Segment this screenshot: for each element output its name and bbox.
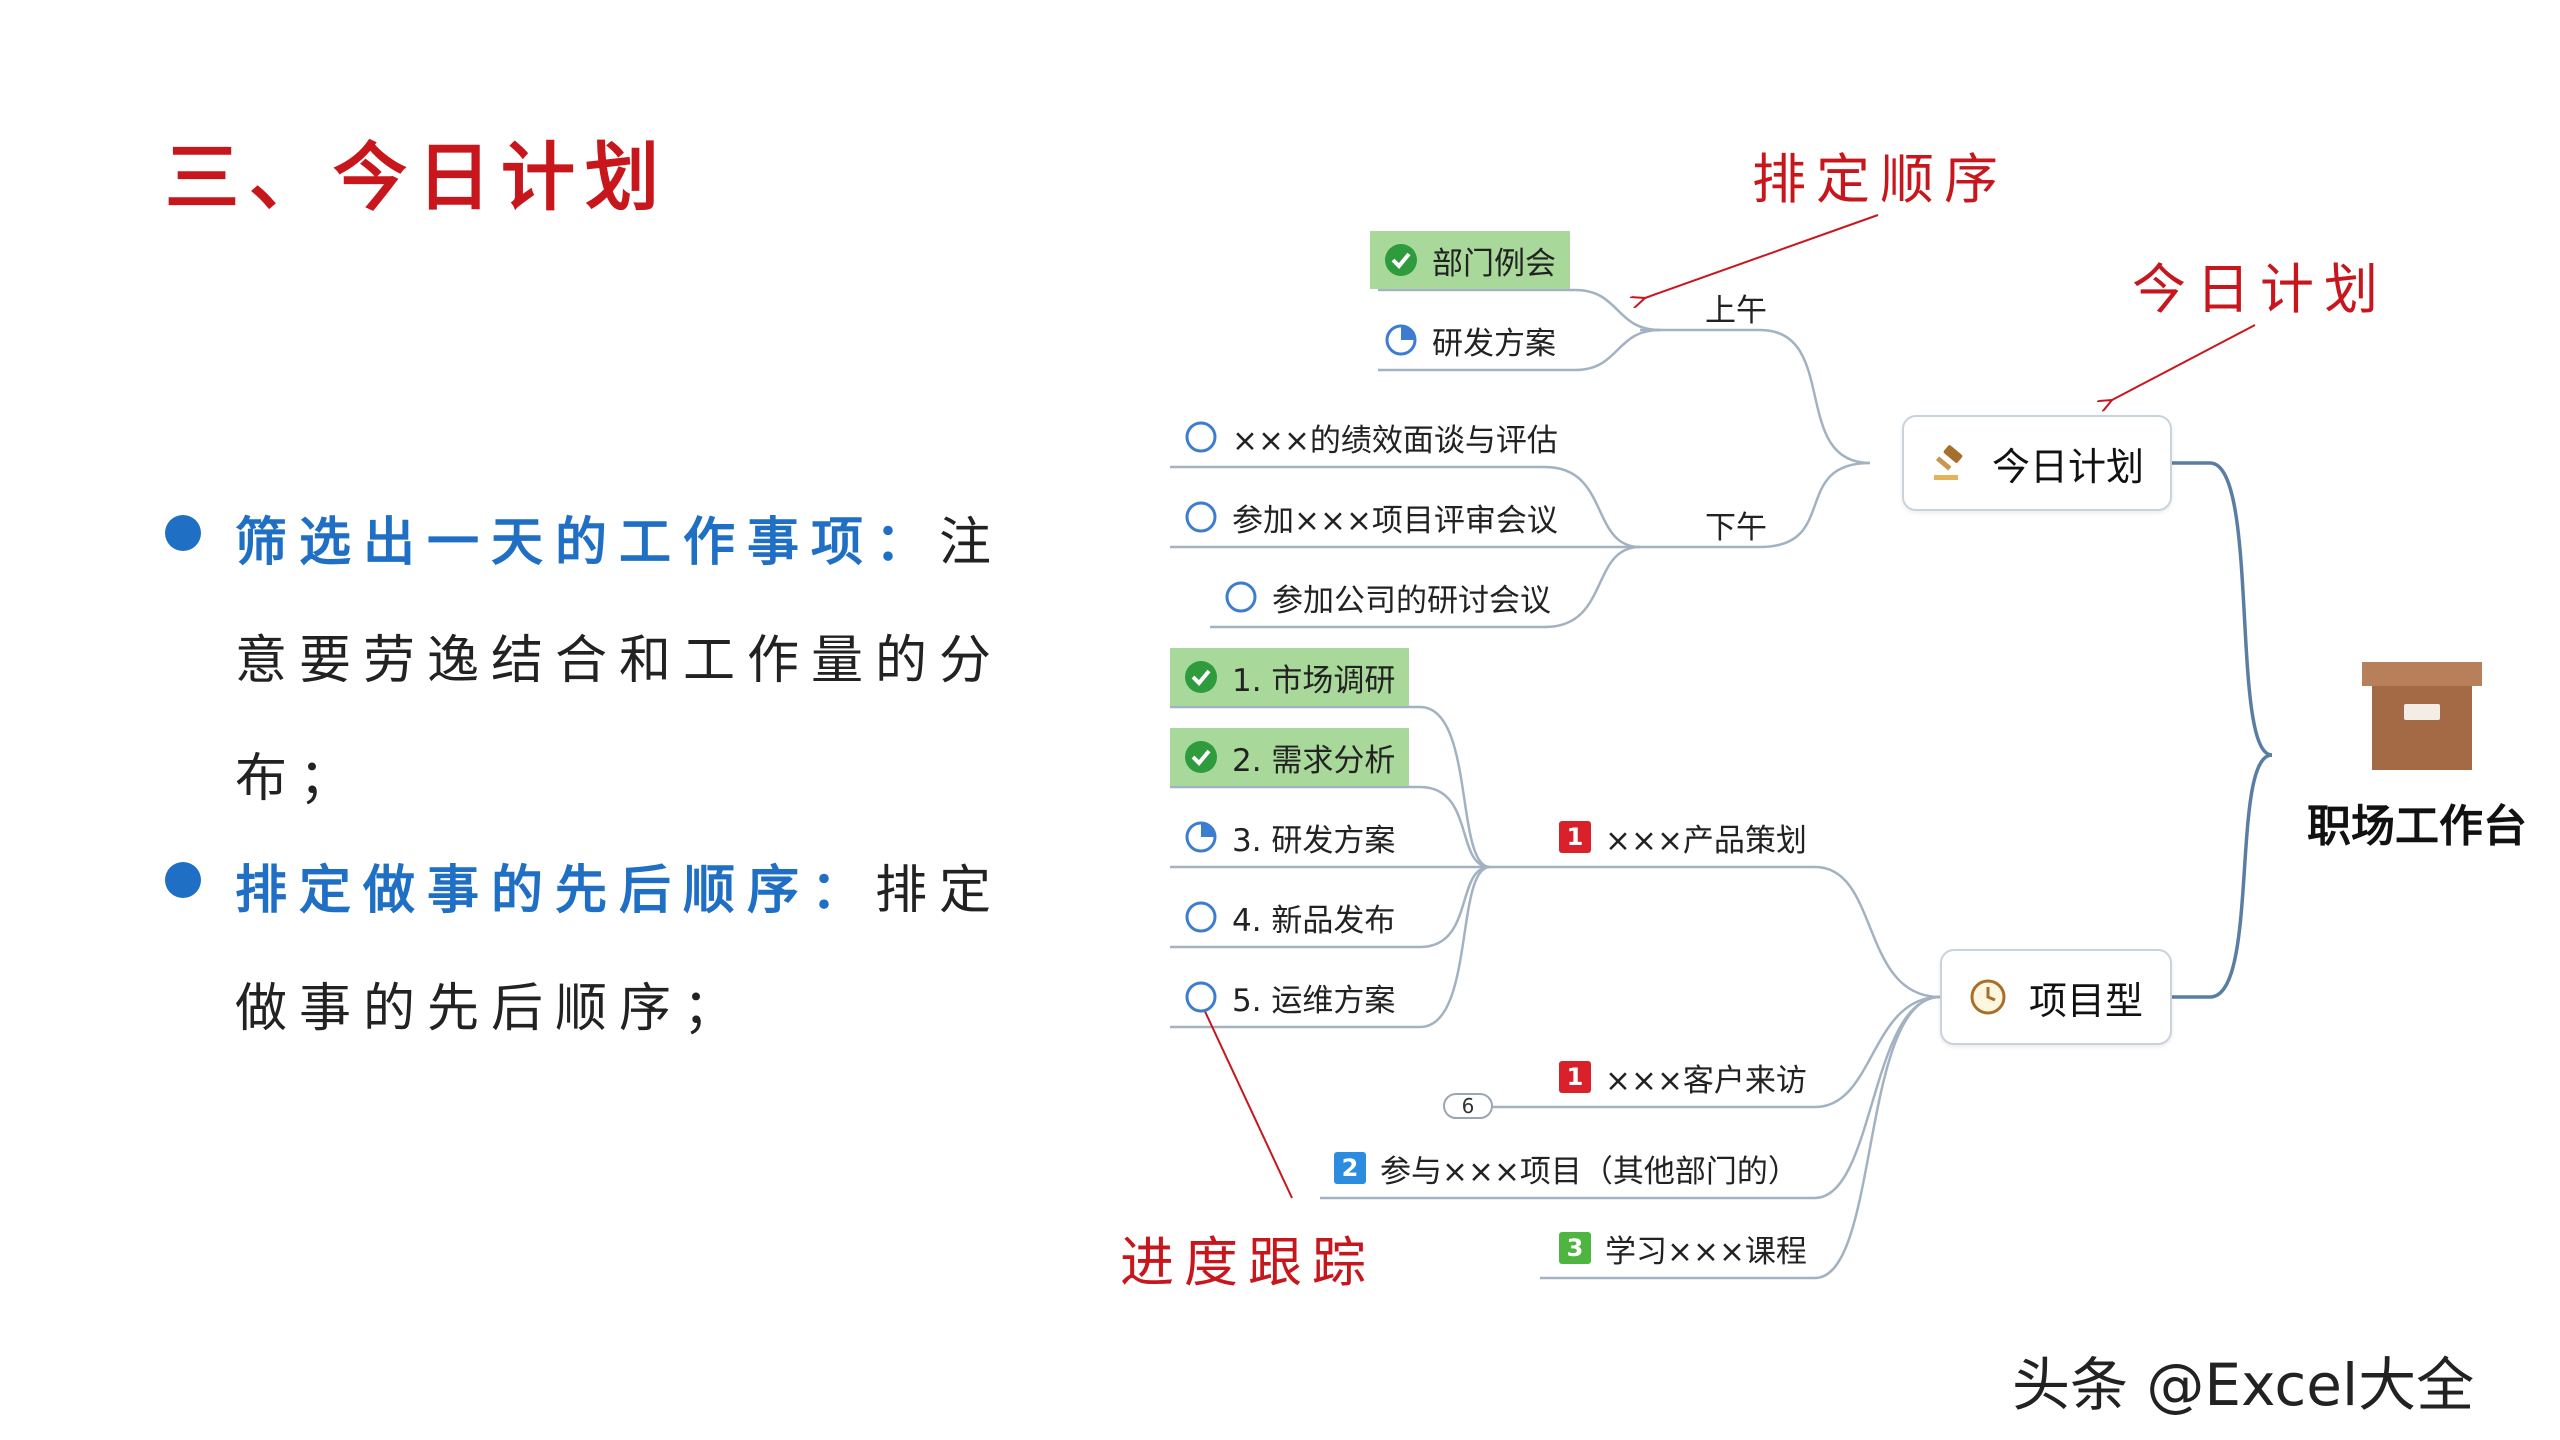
gavel-icon <box>1933 445 1963 480</box>
branch-morning-label: 上午 <box>1705 293 1767 329</box>
connector-line <box>1378 288 1661 332</box>
step-node[interactable]: 5. 运维方案 <box>1170 968 1409 1026</box>
today-plan-node[interactable]: 今日计划 <box>1902 415 2172 511</box>
project-item-node[interactable]: 1 ×××客户来访 <box>1545 1048 1821 1106</box>
watermark: 头条 @Excel大全 <box>2012 1351 2475 1419</box>
progress-empty-icon <box>1185 421 1217 453</box>
priority-2-icon: 2 <box>1334 1152 1366 1184</box>
annotation-today: 今日计划 <box>2132 258 2388 321</box>
task-node[interactable]: 参加×××项目评审会议 <box>1170 488 1572 546</box>
bullet-1-line-2: 意要劳逸结合和工作量的分 <box>235 631 1004 691</box>
bullet-dot <box>165 862 201 898</box>
root-connector <box>2172 461 2273 757</box>
connector-line <box>1450 995 1941 1109</box>
step-label: 1. 市场调研 <box>1232 662 1396 699</box>
task-label: 参加×××项目评审会议 <box>1232 502 1558 539</box>
progress-quarter-icon <box>1385 324 1417 356</box>
progress-quarter-icon <box>1185 821 1217 853</box>
task-label: ×××的绩效面谈与评估 <box>1232 422 1558 459</box>
project-item-node[interactable]: 3 学习×××课程 <box>1545 1219 1821 1277</box>
bullet-2-line-2: 做事的先后顺序； <box>235 979 748 1039</box>
project-label: 项目型 <box>2028 978 2143 1023</box>
project-node[interactable]: 项目型 <box>1940 949 2172 1045</box>
progress-empty-icon <box>1185 981 1217 1013</box>
task-label: 部门例会 <box>1432 245 1556 282</box>
today-plan-label: 今日计划 <box>1991 444 2144 489</box>
connector-line <box>1170 465 1641 549</box>
project-item-node[interactable]: 2 参与×××项目（其他部门的） <box>1320 1139 1813 1197</box>
step-node[interactable]: 3. 研发方案 <box>1170 808 1409 866</box>
bullet-1-line-3: 布； <box>235 749 364 809</box>
bullet-2-lead: 排定做事的先后顺序： <box>235 861 876 921</box>
connector-line <box>1170 865 1491 949</box>
task-node[interactable]: 参加公司的研讨会议 <box>1210 568 1565 626</box>
step-label: 2. 需求分析 <box>1232 742 1396 779</box>
connector-line <box>1378 328 1661 372</box>
task-label: 参加公司的研讨会议 <box>1272 582 1551 619</box>
task-node[interactable]: 研发方案 <box>1370 311 1570 369</box>
progress-empty-icon <box>1185 501 1217 533</box>
bullet-2-rest: 排定 <box>875 861 1004 921</box>
page-title: 三、今日计划 <box>165 135 669 221</box>
step-label: 5. 运维方案 <box>1232 982 1396 1019</box>
check-done-icon <box>1385 244 1417 276</box>
connector-line <box>1170 785 1491 869</box>
priority-1-icon: 1 <box>1559 1061 1591 1093</box>
connector-line <box>1490 865 1941 999</box>
annotation-progress: 进度跟踪 <box>1120 1231 1376 1294</box>
check-done-icon <box>1185 741 1217 773</box>
bullet-1-rest: 注 <box>939 513 1004 573</box>
step-node[interactable]: 2. 需求分析 <box>1170 728 1410 786</box>
connector-line <box>1640 461 1871 549</box>
progress-arrow <box>1202 1005 1293 1199</box>
annotation-order: 排定顺序 <box>1752 148 2008 211</box>
step-label: 4. 新品发布 <box>1232 902 1396 939</box>
progress-empty-icon <box>1185 901 1217 933</box>
task-node[interactable]: ×××的绩效面谈与评估 <box>1170 408 1572 466</box>
collapse-count-badge[interactable]: 6 <box>1443 1093 1493 1119</box>
priority-3-icon: 3 <box>1559 1232 1591 1264</box>
task-node[interactable]: 部门例会 <box>1370 231 1570 289</box>
branch-afternoon-label: 下午 <box>1705 510 1767 546</box>
project-item-label: 学习×××课程 <box>1605 1233 1807 1270</box>
order-arrow <box>1645 214 1879 298</box>
root-node[interactable]: 职场工作台 <box>2272 660 2560 860</box>
archive-box-icon <box>2362 662 2482 770</box>
root-connector <box>2172 753 2273 999</box>
bullet-1-line-1: 筛选出一天的工作事项：注 <box>235 500 1003 575</box>
connector-line <box>1210 545 1641 629</box>
today-arrow <box>2112 324 2256 400</box>
clock-icon <box>1970 979 2006 1015</box>
task-label: 研发方案 <box>1432 325 1556 362</box>
connector-line <box>1170 705 1491 869</box>
project-item-label: ×××客户来访 <box>1605 1062 1807 1099</box>
connector-line <box>1540 995 1941 1280</box>
bullet-2-line-1: 排定做事的先后顺序：排定 <box>235 848 1003 923</box>
progress-empty-icon <box>1225 581 1257 613</box>
step-node[interactable]: 4. 新品发布 <box>1170 888 1409 946</box>
connector-line <box>1170 865 1491 1029</box>
connector-line <box>1640 328 1871 465</box>
bullet-1-lead: 筛选出一天的工作事项： <box>235 513 940 573</box>
bullet-dot <box>165 515 201 551</box>
check-done-icon <box>1185 661 1217 693</box>
step-label: 3. 研发方案 <box>1232 822 1396 859</box>
priority-1-icon: 1 <box>1559 821 1591 853</box>
product-plan-label: ×××产品策划 <box>1605 822 1807 859</box>
project-item-label: 参与×××项目（其他部门的） <box>1380 1153 1799 1190</box>
product-plan-node[interactable]: 1 ×××产品策划 <box>1545 808 1821 866</box>
root-label: 职场工作台 <box>2307 801 2527 852</box>
step-node[interactable]: 1. 市场调研 <box>1170 648 1410 706</box>
